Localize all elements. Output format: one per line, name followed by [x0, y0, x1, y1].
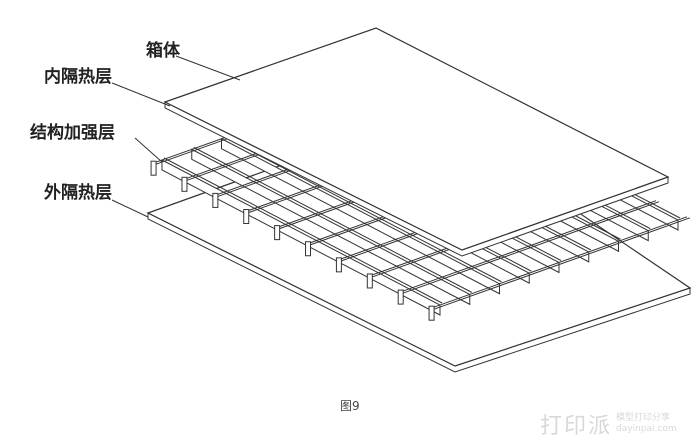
grid-rib-end — [366, 273, 373, 289]
grid-crossrib — [403, 201, 660, 294]
label-outer-insulation: 外隔热层 — [44, 183, 112, 203]
grid-rib-end — [428, 305, 435, 321]
grid-rib-top — [163, 157, 443, 304]
grid-rib-end — [335, 257, 342, 273]
leader-line — [134, 137, 163, 163]
watermark-site: dayinpai.com — [616, 424, 677, 434]
grid-rib-end — [150, 160, 157, 176]
grid-rib-end — [212, 192, 219, 208]
grid-rib-top — [193, 146, 472, 293]
grid-rib-end — [243, 209, 250, 225]
label-structural-reinforcement: 结构加强层 — [30, 123, 115, 143]
grid-rib-end — [274, 225, 281, 241]
watermark-tagline: 模型打印分享 — [616, 413, 671, 423]
grid-rib-end — [397, 289, 404, 305]
leader-line — [111, 82, 171, 107]
grid-crossrib — [430, 216, 688, 309]
label-inner-insulation: 内隔热层 — [44, 67, 112, 87]
label-box: 箱体 — [146, 41, 180, 61]
leader-line — [175, 55, 241, 81]
grid-rib-end — [181, 176, 188, 192]
figure-caption: 图9 — [340, 399, 360, 413]
grid-rib-end — [305, 241, 312, 257]
watermark-logo: 打印派 — [540, 414, 613, 439]
grid-rib-top — [223, 136, 502, 283]
leader-line — [111, 199, 149, 218]
grid-crossrib — [400, 200, 657, 293]
box-plate — [163, 27, 670, 251]
grid-crossrib — [433, 217, 691, 310]
